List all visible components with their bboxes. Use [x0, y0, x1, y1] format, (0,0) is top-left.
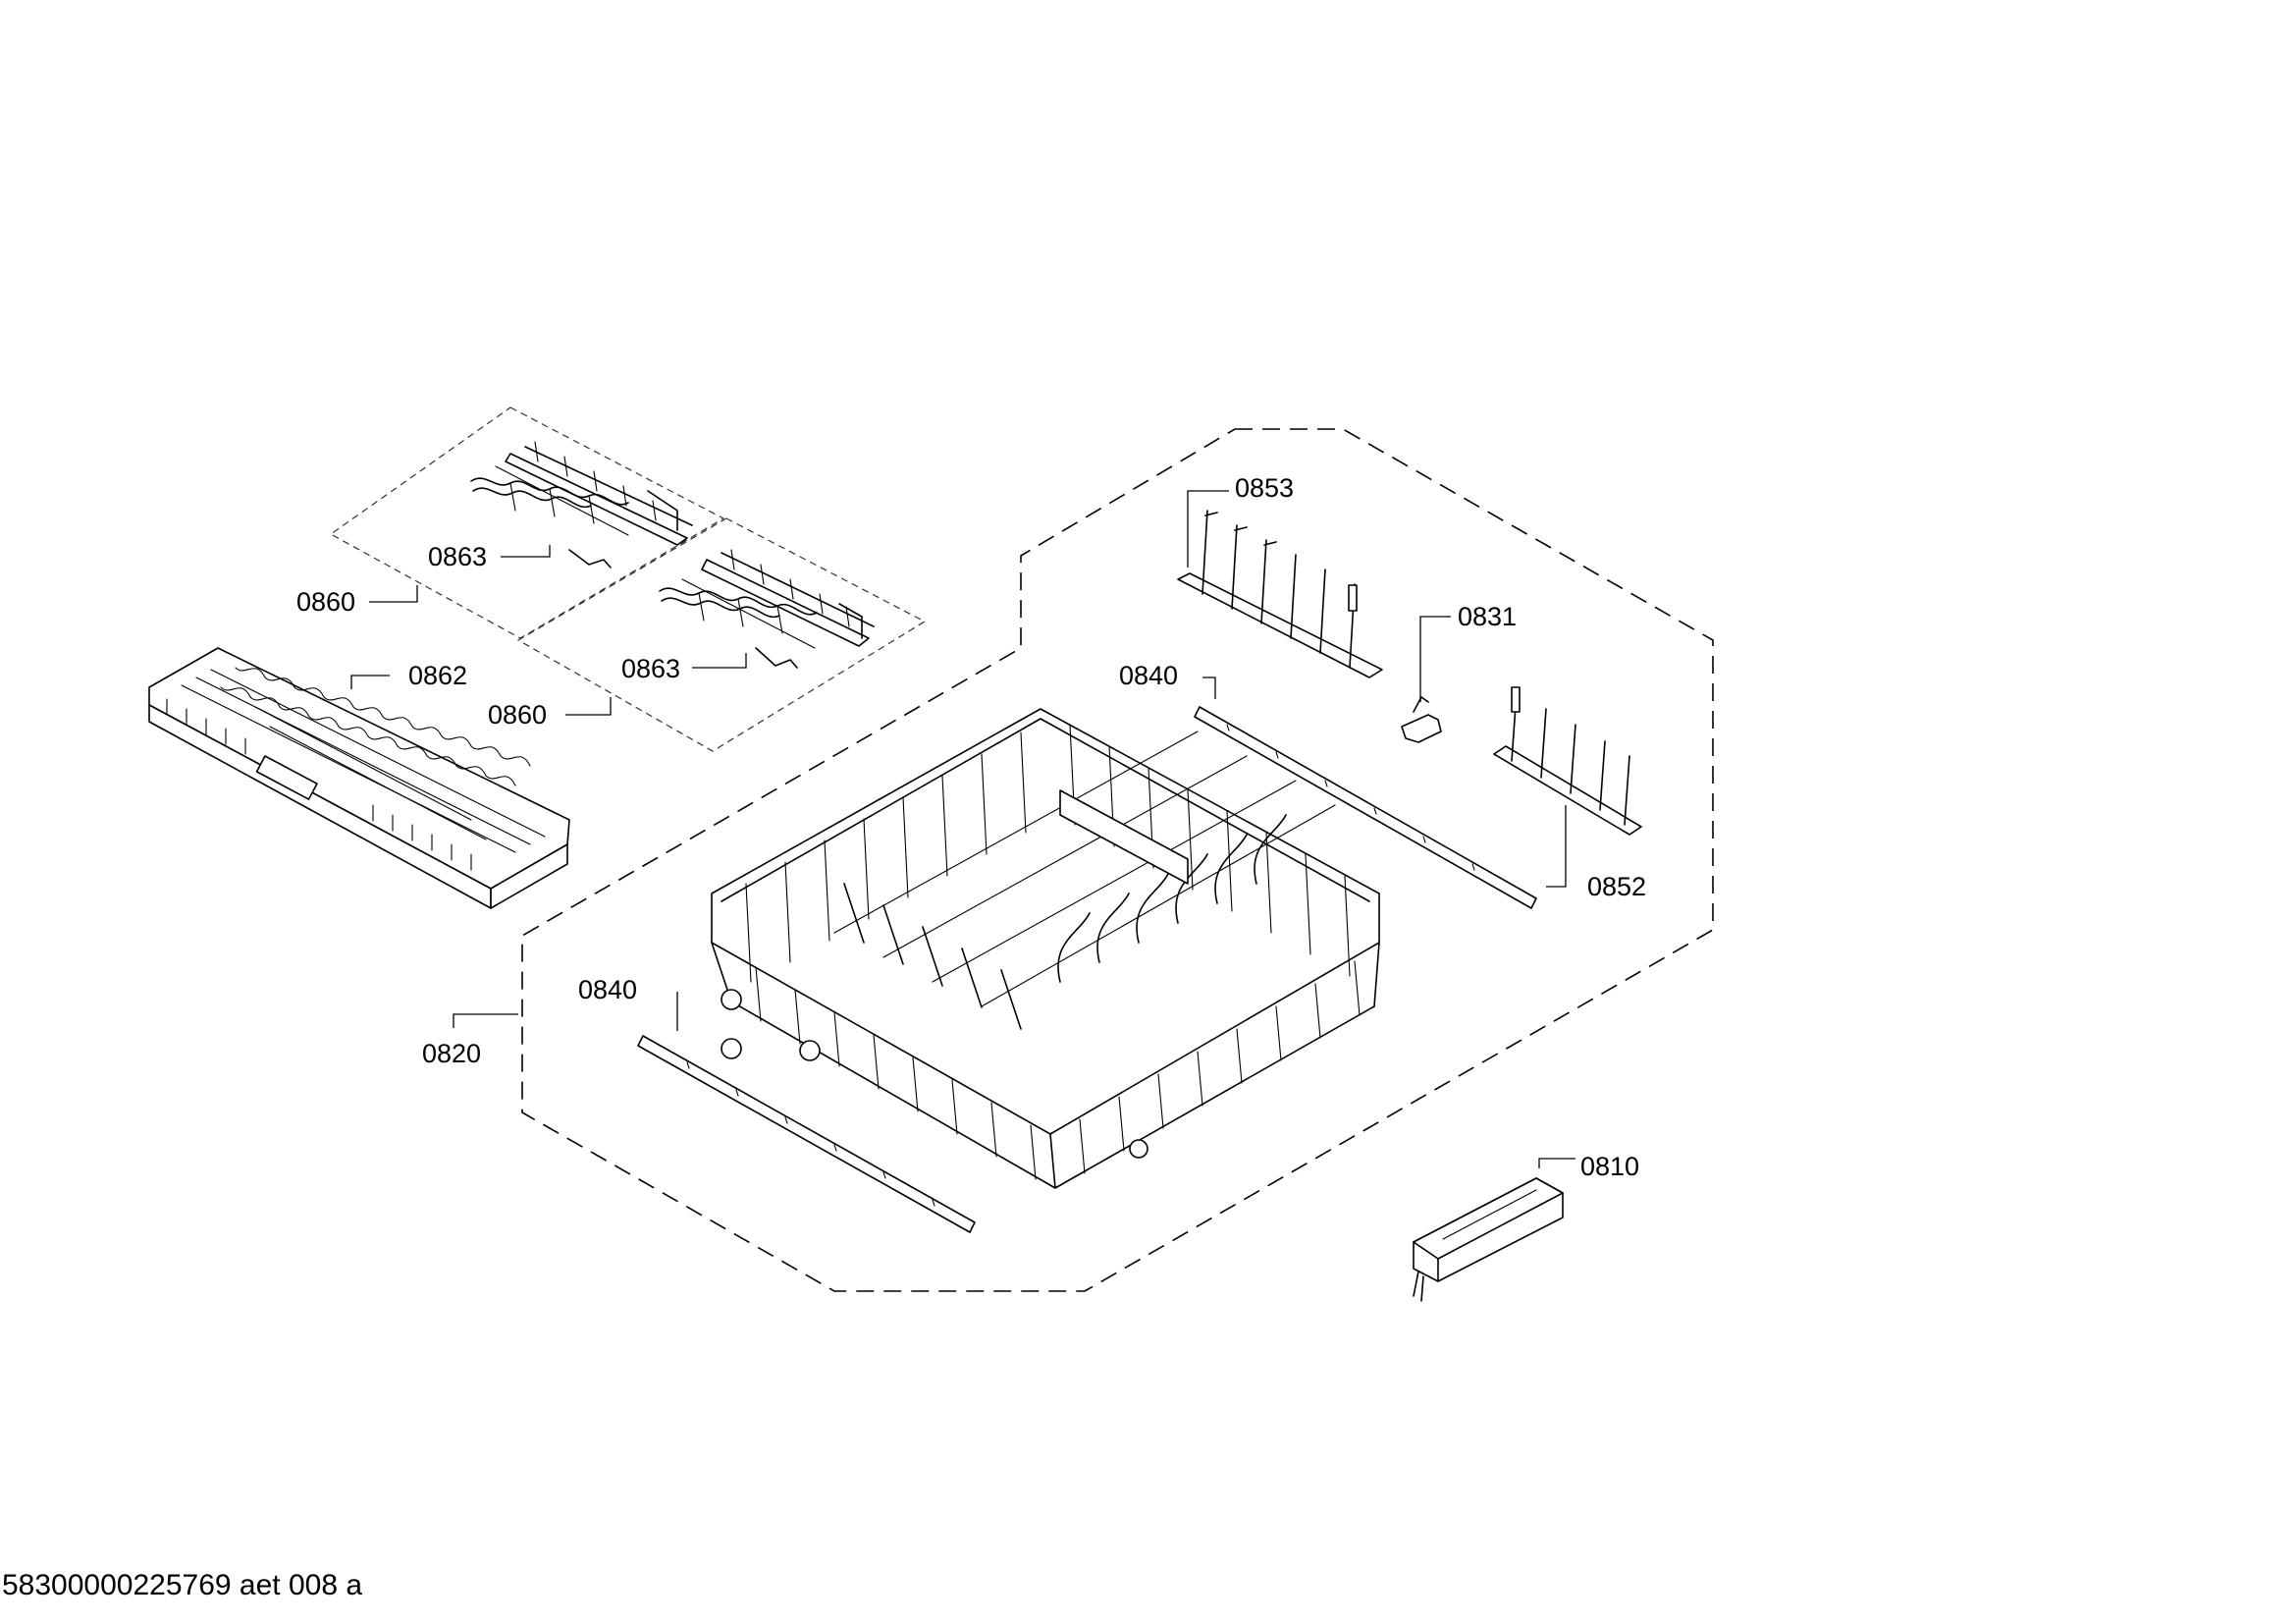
leader-0863b [692, 653, 747, 669]
label-0831: 0831 [1458, 602, 1517, 631]
label-0860-upper: 0860 [296, 587, 355, 617]
leader-0860a [369, 585, 418, 603]
part-0863-lower-rack [659, 549, 875, 669]
leader-0831 [1419, 616, 1451, 702]
label-0862: 0862 [408, 661, 467, 690]
part-0840-upper-rail [1194, 706, 1537, 909]
part-0862-cutlery-tray [148, 647, 570, 909]
document-footer-code: 58300000225769 aet 008 a [2, 1569, 363, 1601]
leader-0852 [1546, 805, 1567, 888]
assembly-outline-0820 [521, 428, 1714, 1292]
leader-0853 [1187, 490, 1229, 568]
leader-lines [350, 490, 1575, 1168]
part-0853-plate-rack [1177, 510, 1383, 678]
label-0863-upper: 0863 [428, 542, 487, 571]
label-0860-lower: 0860 [488, 700, 547, 730]
part-0831-clip [1401, 696, 1442, 743]
leader-0840a [1202, 677, 1216, 699]
leader-0862 [350, 675, 390, 689]
label-0810: 0810 [1580, 1152, 1639, 1181]
part-0852-plate-rack [1493, 686, 1642, 836]
label-0863-lower: 0863 [621, 654, 680, 683]
leader-0863a [501, 545, 551, 558]
part-0840-lower-rail [637, 1035, 976, 1233]
label-0852: 0852 [1587, 872, 1646, 901]
leader-0820 [453, 1013, 518, 1028]
part-0863-upper-rack [470, 441, 693, 568]
leader-0860b [565, 697, 612, 716]
label-0820: 0820 [422, 1039, 481, 1068]
label-0840-lower: 0840 [578, 975, 637, 1004]
part-0820-basket [711, 708, 1380, 1189]
part-0810-handle-cover [1413, 1177, 1564, 1302]
outline-0860-lower [516, 517, 927, 752]
label-0840-upper: 0840 [1119, 661, 1178, 690]
label-0853: 0853 [1235, 473, 1294, 503]
leader-0810 [1538, 1158, 1575, 1168]
outline-0860-upper [329, 406, 725, 639]
